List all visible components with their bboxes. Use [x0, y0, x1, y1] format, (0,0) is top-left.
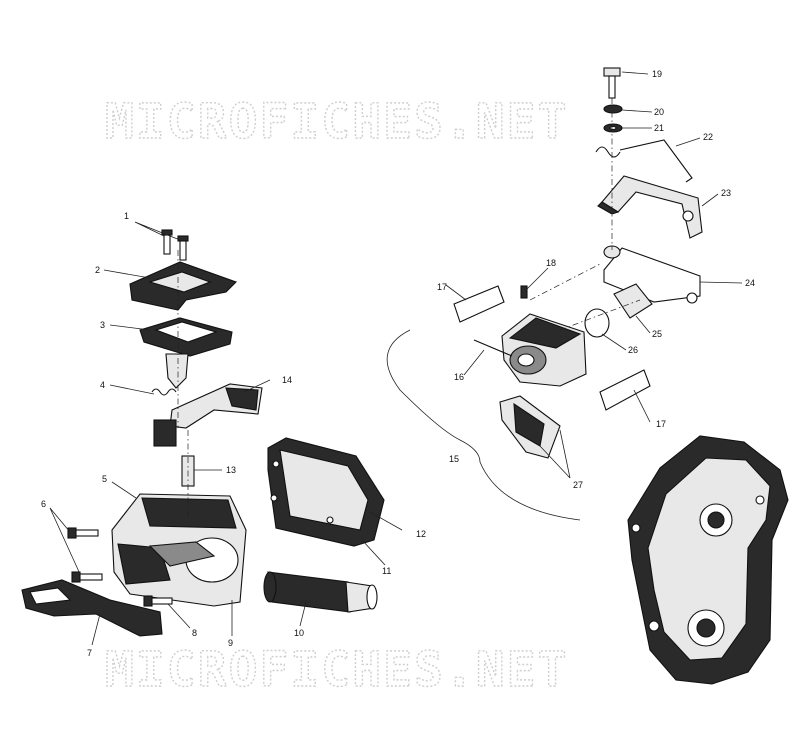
part-caliper-frame — [603, 247, 701, 303]
callout-17-lower: 17 — [656, 419, 666, 429]
part-brake-line — [473, 339, 513, 357]
part-torsion-spring — [595, 139, 693, 183]
callout-19: 19 — [652, 69, 662, 79]
callout-7: 7 — [87, 648, 92, 658]
callout-26: 26 — [628, 345, 638, 355]
callout-21: 21 — [654, 123, 664, 133]
left-assembly — [21, 229, 385, 637]
callout-13: 13 — [226, 465, 236, 475]
callout-18: 18 — [546, 258, 556, 268]
part-caliper-piston — [613, 283, 653, 319]
leader-lines — [49, 71, 743, 646]
part-bracket — [601, 175, 703, 239]
callout-23: 23 — [721, 188, 731, 198]
callout-4: 4 — [100, 380, 105, 390]
callout-27: 27 — [573, 480, 583, 490]
part-washer — [603, 104, 623, 114]
callout-11: 11 — [382, 566, 391, 576]
watermark-bottom: MICROFICHES.NET — [105, 642, 568, 698]
callout-14: 14 — [282, 375, 292, 385]
callout-8: 8 — [192, 628, 197, 638]
watermark-top: MICROFICHES.NET — [105, 94, 568, 150]
callout-3: 3 — [100, 320, 105, 330]
callout-24: 24 — [745, 278, 755, 288]
part-side-screws — [67, 527, 173, 607]
group-bracket-15 — [386, 329, 581, 521]
part-shim-upper — [453, 285, 505, 323]
callout-5: 5 — [102, 474, 107, 484]
callout-6: 6 — [41, 499, 46, 509]
right-assembly — [386, 67, 789, 685]
part-bleeder — [520, 285, 528, 299]
callout-9: 9 — [228, 638, 233, 648]
callout-10: 10 — [294, 628, 304, 638]
callout-15: 15 — [449, 454, 459, 464]
part-piston — [165, 353, 189, 389]
part-spring — [151, 388, 177, 396]
callout-25: 25 — [652, 329, 662, 339]
callout-17-upper: 17 — [437, 282, 447, 292]
part-bolt — [603, 67, 621, 99]
part-gasket-cover — [267, 437, 385, 547]
part-shaft — [263, 571, 378, 613]
part-gearcase — [627, 435, 789, 685]
callout-1: 1 — [124, 211, 129, 221]
callout-16: 16 — [454, 372, 464, 382]
part-shim-lower — [599, 369, 651, 411]
callout-2: 2 — [95, 265, 100, 275]
callout-20: 20 — [654, 107, 664, 117]
callout-12: 12 — [416, 529, 426, 539]
callout-labels: 1 2 3 4 5 6 7 8 9 10 11 12 13 14 15 16 1… — [41, 69, 755, 658]
callout-22: 22 — [703, 132, 713, 142]
